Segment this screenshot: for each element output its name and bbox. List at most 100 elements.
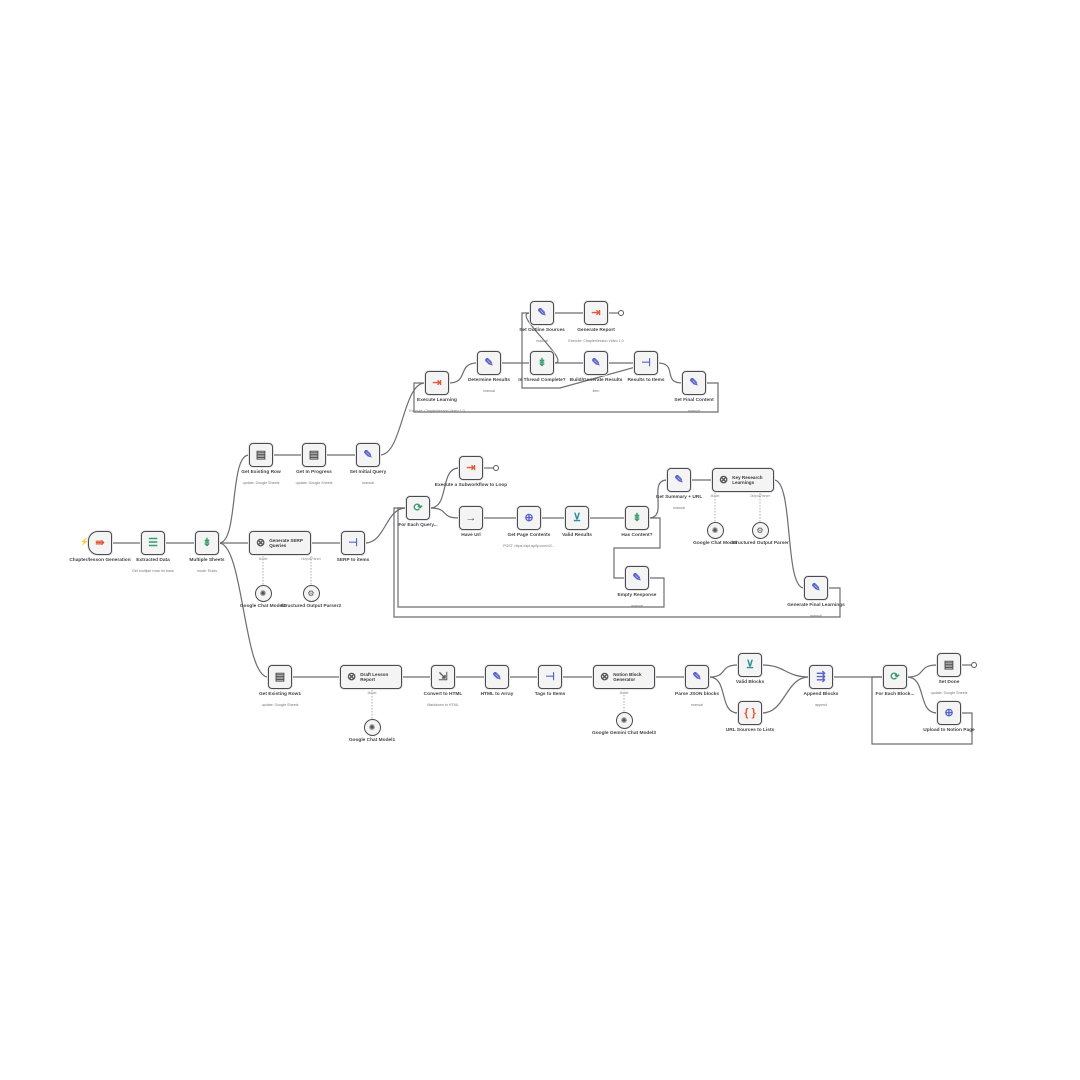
accum-node[interactable]: ✎ <box>804 576 828 600</box>
add-node-endpoint[interactable] <box>971 662 977 668</box>
agent-icon: ⊗ <box>719 473 729 486</box>
results-node[interactable]: ⊣ <box>634 351 658 375</box>
split1-node[interactable]: ⊣ <box>341 531 365 555</box>
setdone-node[interactable]: ▤ <box>937 653 961 677</box>
switch1-label: Multiple Sheets <box>189 558 225 563</box>
rows-sub: Get multiple rows for base <box>132 569 174 573</box>
getprogress-node[interactable]: ▤ <box>302 443 326 467</box>
setoutline-node[interactable]: ✎ <box>530 301 554 325</box>
switch1-sub: mode: Rules <box>196 569 218 573</box>
isdone-node[interactable]: ⇟ <box>530 351 554 375</box>
valblk-node[interactable]: ⊻ <box>738 653 762 677</box>
http1-node[interactable]: ⊕ <box>517 506 541 530</box>
parseblk-label: Parse JSON blocks <box>675 692 719 697</box>
htmlarr-node[interactable]: ✎ <box>485 665 509 689</box>
model2-node[interactable]: ✺ <box>706 521 724 539</box>
md2html-node[interactable]: ⇲ <box>431 665 455 689</box>
getprogress-label: Get In Progress <box>296 470 332 475</box>
model3-label: Google Chat Model1 <box>348 738 396 743</box>
http-icon: ⊕ <box>524 511 534 524</box>
agent3-node[interactable]: ⊗Draft Lesson Report <box>340 665 402 689</box>
filter1-node[interactable]: ⊻ <box>565 506 589 530</box>
setfinal-label: Set Final Content <box>674 398 714 403</box>
loop-back-blocks <box>871 676 973 745</box>
parser2-node[interactable]: ⚙ <box>751 521 769 539</box>
getcourse-node[interactable]: ▤ <box>249 443 273 467</box>
trig-node[interactable]: ⇛ <box>88 531 112 555</box>
trig-label: Chapter/lesson Generation <box>69 558 131 563</box>
noop1-node[interactable]: → <box>459 506 483 530</box>
merge-icon: ⊣ <box>641 356 651 369</box>
exec3-node[interactable]: ⇥ <box>459 456 483 480</box>
http1-label: Get Page Contents <box>507 533 551 538</box>
loop2-label: For Each Block... <box>875 692 915 697</box>
setdone-sub: update: Google Sheets <box>930 691 968 695</box>
tags-label: Tags to Items <box>534 692 566 697</box>
parseblk-sub: manual <box>691 703 703 707</box>
link-switch1-getlesson <box>218 542 269 678</box>
getlesson-sub: update: Google Sheets <box>261 703 299 707</box>
append-sub: append <box>815 703 827 707</box>
rows-node[interactable]: ☰ <box>141 531 165 555</box>
edit-icon: ✎ <box>811 581 821 594</box>
link-loop2-upload <box>906 676 938 714</box>
codeblk-node[interactable]: { } <box>738 701 762 725</box>
code-icon: ⇲ <box>438 670 448 683</box>
loop2-node[interactable]: ⟳ <box>883 665 907 689</box>
agent4-title: Notion Block Generator <box>613 671 642 683</box>
upload-node[interactable]: ⊕ <box>937 701 961 725</box>
port-label: Model <box>258 557 268 561</box>
accum-sub: manual <box>810 614 822 618</box>
prepare-node[interactable]: ✎ <box>584 351 608 375</box>
model3-node[interactable]: ✺ <box>363 718 381 736</box>
edit-icon: ✎ <box>492 670 502 683</box>
link-hasctx-empty <box>613 517 661 579</box>
agent1-node[interactable]: ⊗Generate SERP Queries <box>249 531 311 555</box>
dosummary-node[interactable]: ✎ <box>667 468 691 492</box>
switch1-node[interactable]: ⇟ <box>195 531 219 555</box>
getcourse-sub: update: Google Sheets <box>242 481 280 485</box>
filter-icon: ⊻ <box>572 511 582 524</box>
model1-node[interactable]: ✺ <box>254 584 272 602</box>
exec1-label: Execute Learning <box>417 398 457 403</box>
link-results-setfinal <box>657 362 683 384</box>
trigger-icon: ⇛ <box>95 536 105 549</box>
add-node-endpoint[interactable] <box>493 465 499 471</box>
port-label: Output Parser <box>301 557 321 561</box>
getlesson-node[interactable]: ▤ <box>268 665 292 689</box>
agent2-node[interactable]: ⊗Key Research Learnings <box>712 468 774 492</box>
exec2-node[interactable]: ⇥ <box>584 301 608 325</box>
htmlarr-label: HTML to Array <box>480 692 514 697</box>
link-switch1-getcourse <box>218 454 250 544</box>
link-loop2-setdone <box>906 664 938 678</box>
filter-icon: ⊻ <box>745 658 755 671</box>
hasctx-node[interactable]: ⇟ <box>625 506 649 530</box>
loop1-node[interactable]: ⟳ <box>406 496 430 520</box>
parser1-node[interactable]: ⚙ <box>302 584 320 602</box>
append-node[interactable]: ⇶ <box>809 665 833 689</box>
setfinal-node[interactable]: ✎ <box>682 371 706 395</box>
codeblk-label: URL Sources to Lists <box>725 728 775 733</box>
edit-icon: ✎ <box>363 448 373 461</box>
add-node-endpoint[interactable] <box>618 310 624 316</box>
setquery-node[interactable]: ✎ <box>356 443 380 467</box>
parseblk-node[interactable]: ✎ <box>685 665 709 689</box>
doc-icon: ▤ <box>255 448 267 461</box>
port-label: Model <box>710 494 720 498</box>
tags-node[interactable]: ⊣ <box>538 665 562 689</box>
exec1-node[interactable]: ⇥ <box>425 371 449 395</box>
model4-node[interactable]: ✺ <box>615 711 633 729</box>
model1-label: Google Chat Model2 <box>239 604 287 609</box>
empty-node[interactable]: ✎ <box>625 566 649 590</box>
import-icon: ⇥ <box>466 461 476 474</box>
ctxfields-node[interactable]: ✎ <box>477 351 501 375</box>
valblk-label: Valid Blocks <box>735 680 765 685</box>
agent4-node[interactable]: ⊗Notion Block Generator <box>593 665 655 689</box>
ctxfields-sub: manual <box>483 389 495 393</box>
parser2-label: Structured Output Parser <box>731 541 789 546</box>
edit-icon: ✎ <box>484 356 494 369</box>
setdone-label: Set Done <box>938 680 960 685</box>
trigger-bolt-icon: ⚡ <box>80 539 89 546</box>
